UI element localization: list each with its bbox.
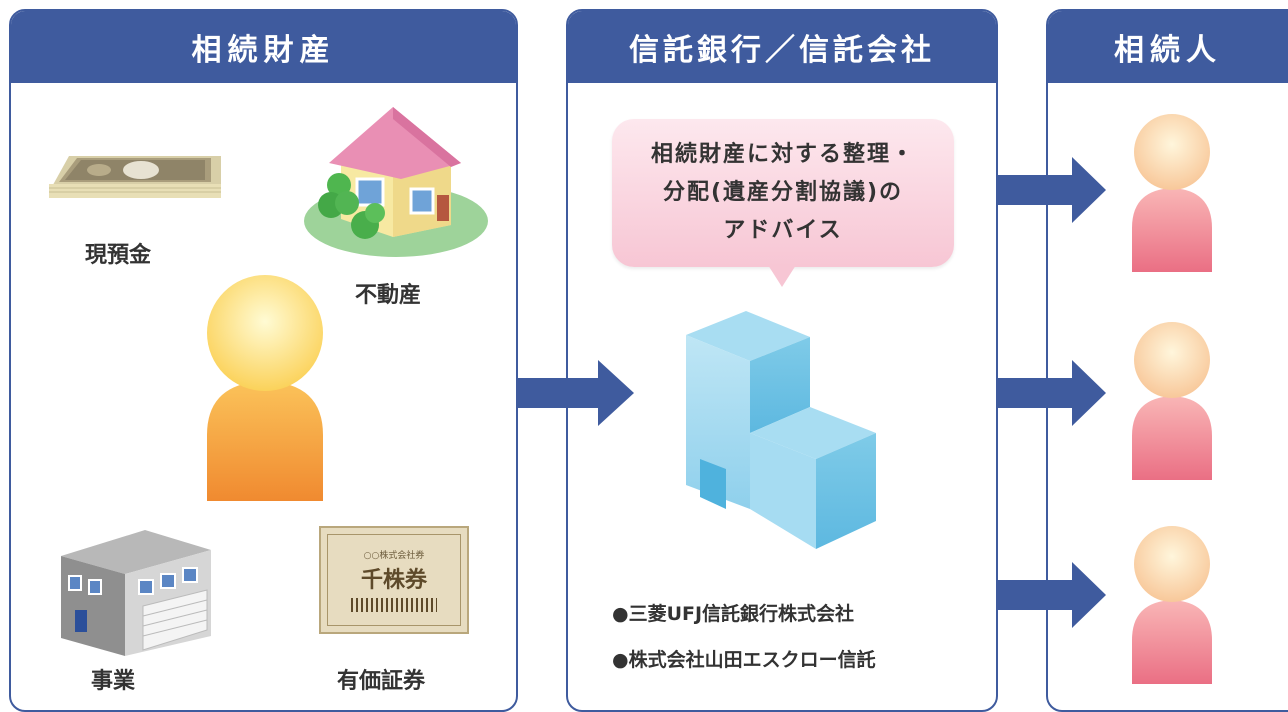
heir-person-icon-2 bbox=[1132, 322, 1212, 480]
heirs-panel-title: 相続人 bbox=[1048, 11, 1288, 83]
real-estate-label: 不動産 bbox=[355, 283, 422, 308]
deceased-person-icon bbox=[207, 275, 323, 501]
trust-panel: 信託銀行／信託会社 相続財産に対する整理・ 分配(遺産分割協議)の アドバイス … bbox=[566, 9, 998, 712]
securities-label: 有価証券 bbox=[337, 669, 426, 694]
house-icon bbox=[304, 107, 488, 257]
trust-to-heir-3-arrow-icon bbox=[996, 562, 1106, 628]
advice-line-1: 相続財産に対する整理・ bbox=[650, 142, 915, 167]
advice-line-2: 分配(遺産分割協議)の bbox=[662, 180, 904, 205]
trust-to-heir-1-arrow-icon bbox=[996, 157, 1106, 223]
trust-to-heir-2-arrow-icon bbox=[996, 360, 1106, 426]
company-yamada-escrow-trust: ●株式会社山田エスクロー信託 bbox=[612, 649, 876, 671]
trust-panel-title: 信託銀行／信託会社 bbox=[568, 11, 996, 83]
advice-line-3: アドバイス bbox=[723, 218, 843, 243]
estate-to-trust-arrow-icon bbox=[516, 360, 634, 426]
business-label: 事業 bbox=[91, 669, 136, 694]
stock-certificate-icon: ○○株式会社券 千株券 bbox=[319, 526, 469, 634]
cash-label: 現預金 bbox=[85, 243, 152, 268]
speech-bubble-tail bbox=[768, 265, 796, 287]
certificate-main-text: 千株券 bbox=[360, 567, 427, 593]
business-building-icon bbox=[61, 530, 211, 656]
trust-bank-building-icon bbox=[686, 311, 876, 549]
company-mufg-trust: ●三菱UFJ信託銀行株式会社 bbox=[612, 603, 855, 625]
heir-person-icon-1 bbox=[1132, 114, 1212, 272]
estate-panel-title: 相続財産 bbox=[11, 11, 516, 83]
cash-bundle-icon bbox=[49, 156, 221, 198]
certificate-top-text: ○○株式会社券 bbox=[363, 551, 425, 561]
estate-panel: 相続財産 現預金 不動産 bbox=[9, 9, 518, 712]
advice-speech-bubble: 相続財産に対する整理・ 分配(遺産分割協議)の アドバイス bbox=[612, 119, 954, 267]
heir-person-icon-3 bbox=[1132, 526, 1212, 684]
certificate-barcode bbox=[351, 598, 437, 612]
